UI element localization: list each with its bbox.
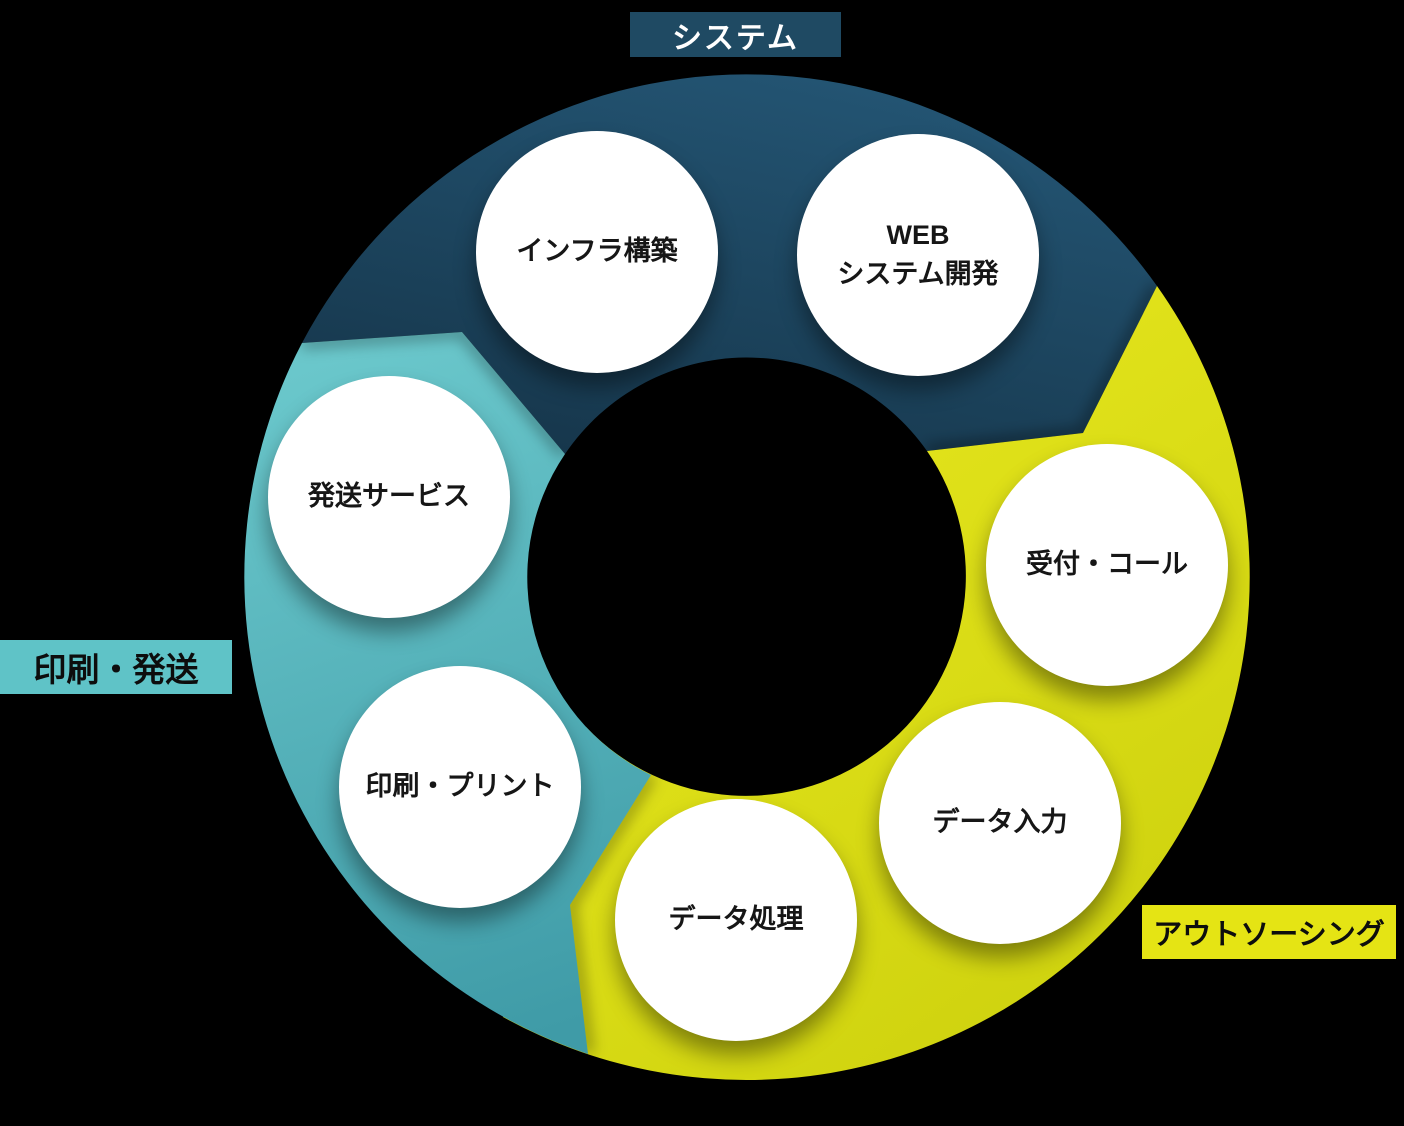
segment-label-outsourcing: アウトソーシング (1142, 905, 1396, 959)
service-circle-infrastructure: インフラ構築 (476, 131, 718, 373)
segment-label-system: システム (630, 12, 841, 57)
service-label: WEB システム開発 (837, 219, 999, 289)
service-circle-shipping-service: 発送サービス (268, 376, 510, 618)
service-circle-web-system-dev: WEB システム開発 (797, 134, 1039, 376)
service-label: データ処理 (668, 904, 804, 935)
segment-outsourcing (503, 286, 1250, 1080)
service-label: 印刷・プリント (365, 771, 555, 802)
service-label: インフラ構築 (516, 236, 678, 267)
service-circle-print: 印刷・プリント (339, 666, 581, 908)
service-label: データ入力 (932, 807, 1068, 838)
service-circle-data-processing: データ処理 (615, 799, 857, 1041)
service-label: 発送サービス (308, 481, 470, 512)
service-label: 受付・コール (1026, 549, 1188, 580)
service-circle-reception-call: 受付・コール (986, 444, 1228, 686)
segment-label-print-shipping: 印刷・発送 (0, 640, 232, 694)
service-circle-data-entry: データ入力 (879, 702, 1121, 944)
